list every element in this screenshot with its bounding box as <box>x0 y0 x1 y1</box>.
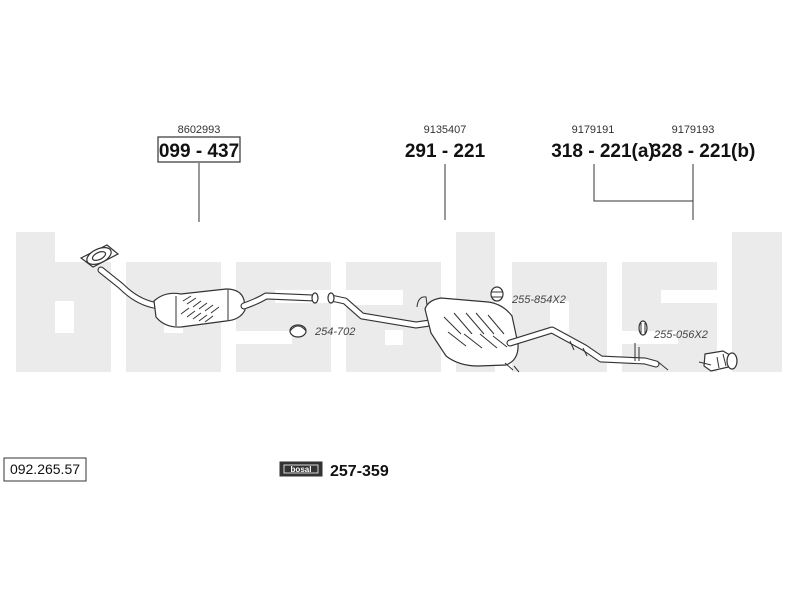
bosal-logo: bosal <box>279 461 323 477</box>
tailpipe-section <box>698 350 738 372</box>
ref-number-middle-pipe: 9135407 <box>424 124 467 136</box>
bosal-logo-text: bosal <box>291 465 312 474</box>
part-label-middle-pipe: 9135407 291 - 221 <box>405 124 486 220</box>
clamp-code-254-702: 254-702 <box>314 326 355 338</box>
bosal-kit-label: bosal 257-359 <box>279 461 389 480</box>
part-code-rear-silencer-a: 318 - 221(a) <box>551 141 655 162</box>
clamp-code-255-056X2: 255-056X2 <box>653 329 708 341</box>
kit-code: 257-359 <box>330 463 389 480</box>
part-code-catalytic-converter: 099 - 437 <box>159 141 239 162</box>
part-label-rear-silencer-b: 9179193 328 - 221(b) <box>651 124 756 162</box>
reference-code-box: 092.265.57 <box>3 457 87 482</box>
reference-code-text: 092.265.57 <box>10 461 80 477</box>
part-code-middle-pipe: 291 - 221 <box>405 141 486 162</box>
rear-silencer-leader-bracket <box>593 164 694 220</box>
part-label-catalytic-converter: 8602993 099 - 437 <box>157 124 241 222</box>
clamp-code-255-854X2: 255-854X2 <box>511 294 566 306</box>
ref-number-catalytic-converter: 8602993 <box>178 124 221 136</box>
ref-number-rear-silencer-b: 9179193 <box>672 124 715 136</box>
catalytic-converter-section <box>79 244 319 328</box>
reference-code-frame <box>3 457 87 482</box>
part-code-rear-silencer-b: 328 - 221(b) <box>651 141 756 162</box>
bosal-watermark <box>16 232 782 372</box>
rear-silencer-section <box>416 296 669 373</box>
ref-number-rear-silencer-a: 9179191 <box>572 124 615 136</box>
clamp-254-702: 254-702 <box>289 324 355 338</box>
middle-pipe-section <box>327 292 434 329</box>
clamp-icon <box>490 286 504 302</box>
clamp-255-854X2: 255-854X2 <box>490 286 566 306</box>
clamp-icon <box>289 324 307 338</box>
part-code-box-catalytic-converter <box>157 136 241 163</box>
clamp-icon <box>638 320 648 336</box>
clamp-255-056X2: 255-056X2 <box>638 320 708 341</box>
part-label-rear-silencer-a: 9179191 318 - 221(a) <box>551 124 655 162</box>
